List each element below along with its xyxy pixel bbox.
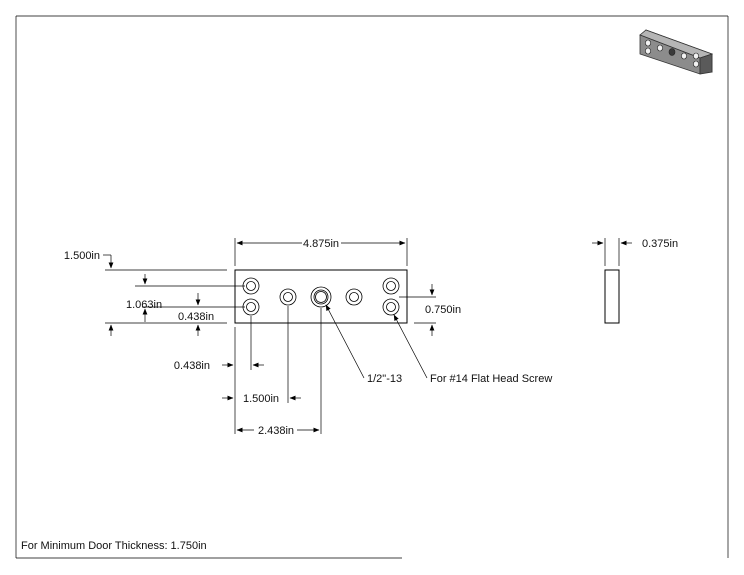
door-thickness-note: For Minimum Door Thickness: 1.750in [21, 540, 207, 552]
callout-center-thread: 1/2"-13 [325, 304, 402, 385]
dim-to-second-hole: 1.500in [222, 306, 301, 405]
dim-to-center-hole: 2.438in [236, 308, 322, 437]
screw-hole-left-middle [279, 288, 297, 306]
dim-right-hole-offset: 0.750in [399, 284, 461, 336]
dim-overall-length: 4.875in [234, 238, 408, 266]
threaded-center-hole [310, 286, 332, 308]
dim-hole-spacing-vertical: 1.063in [126, 274, 245, 322]
dim-to-second-hole-label: 1.500in [243, 393, 279, 405]
dim-edge-to-first-hole: 0.438in [174, 316, 264, 434]
dim-edge-to-row-label: 0.438in [178, 311, 214, 323]
dim-edge-to-first-hole-label: 0.438in [174, 360, 210, 372]
screw-hole-right-middle [345, 288, 363, 306]
dim-hole-spacing-vertical-label: 1.063in [126, 299, 162, 311]
screw-hole-top-right [382, 277, 400, 295]
dim-thickness: 0.375in [592, 238, 678, 266]
dim-overall-length-label: 4.875in [303, 238, 339, 250]
callout-center-thread-label: 1/2"-13 [367, 373, 402, 385]
dim-right-hole-offset-label: 0.750in [425, 304, 461, 316]
side-profile [604, 269, 620, 324]
dim-thickness-label: 0.375in [642, 238, 678, 250]
callout-screw-holes-label: For #14 Flat Head Screw [430, 373, 552, 385]
screw-hole-bottom-right [382, 298, 400, 316]
dim-to-center-hole-label: 2.438in [258, 425, 294, 437]
side-view [604, 269, 620, 324]
callout-screw-holes: For #14 Flat Head Screw [393, 314, 552, 385]
isometric-thumbnail [639, 29, 714, 75]
sheet-frame [15, 15, 729, 559]
dim-height: 1.500in [64, 250, 227, 336]
dim-height-label: 1.500in [64, 250, 100, 262]
dim-edge-to-row: 0.438in [178, 293, 214, 336]
